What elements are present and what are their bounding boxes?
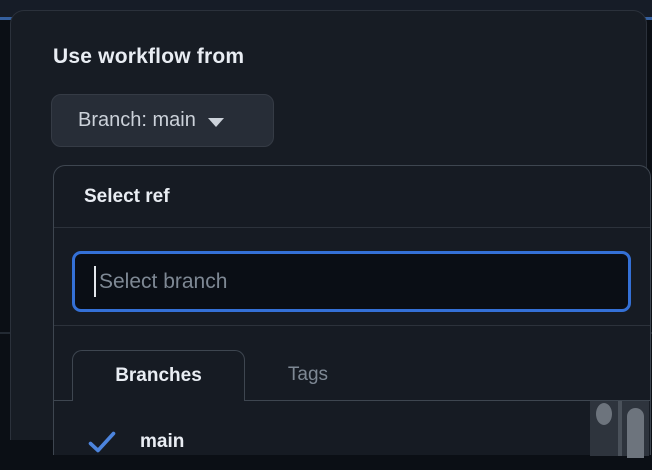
workflow-dropdown-modal: Use workflow from Branch: main Select re… [10, 10, 651, 458]
ref-selector-dialog: Select ref Branches Tags main [53, 165, 651, 458]
branch-dropdown-label: Branch: main [78, 109, 196, 131]
scrollbar-thumb-inner[interactable] [627, 408, 644, 458]
scrollbar-track-outer[interactable] [590, 401, 618, 456]
scrollbar-thumb-outer[interactable] [596, 403, 612, 425]
tab-branches-label: Branches [115, 365, 202, 386]
tabs-baseline [54, 400, 650, 401]
dialog-header: Select ref [54, 166, 650, 228]
scrollbar-area [590, 401, 649, 458]
list-item-label: main [140, 431, 185, 452]
text-caret [94, 266, 96, 297]
tab-branches[interactable]: Branches [72, 350, 245, 401]
tab-tags-label: Tags [287, 364, 329, 385]
section-divider [54, 325, 650, 326]
tab-tags[interactable]: Tags [258, 350, 358, 400]
list-item-main[interactable]: main [54, 414, 584, 470]
scrollbar-track-inner[interactable] [622, 401, 649, 458]
branch-search-input[interactable] [72, 251, 631, 312]
modal-title: Use workflow from [53, 45, 245, 68]
branch-dropdown-button[interactable]: Branch: main [51, 94, 274, 147]
check-icon [88, 431, 116, 453]
chevron-down-icon [207, 117, 224, 127]
dialog-title: Select ref [84, 185, 170, 207]
scrollbar-gap [618, 401, 622, 456]
